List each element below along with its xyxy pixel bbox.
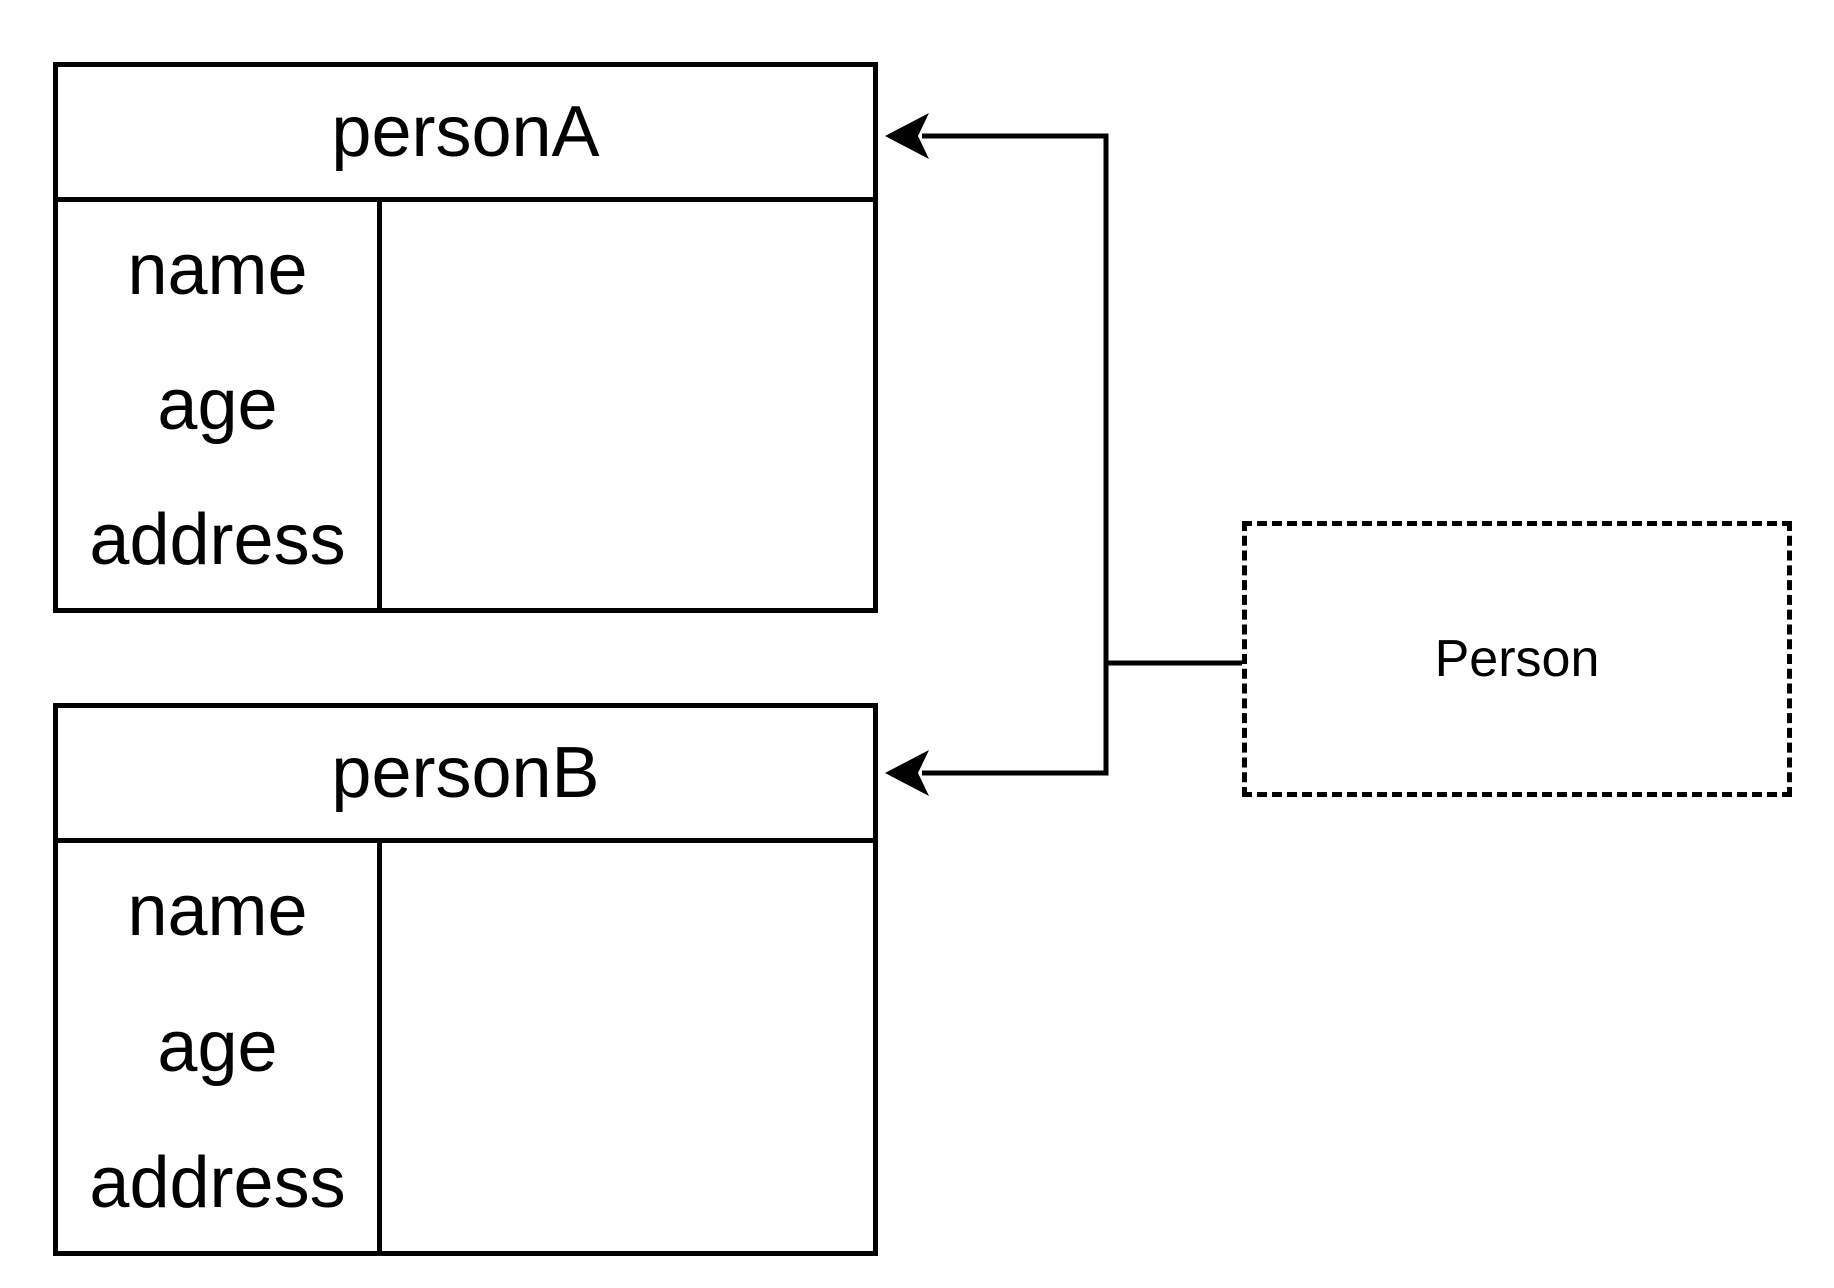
class-box-person: Person — [1242, 521, 1792, 797]
object-box-header: personA — [58, 67, 873, 202]
field-label: address — [89, 500, 346, 581]
object-box-person-a: personA name age address — [53, 62, 878, 613]
arrowhead-left-icon — [885, 750, 929, 796]
object-title: personA — [331, 92, 600, 172]
field-name-column: name age address — [58, 843, 382, 1251]
connector-bracket-line — [922, 133, 1109, 776]
object-box-body: name age address — [58, 202, 873, 608]
field-label: age — [157, 364, 278, 445]
object-box-body: name age address — [58, 843, 873, 1251]
class-label: Person — [1434, 630, 1600, 688]
field-label: name — [127, 229, 308, 310]
field-value-column — [382, 202, 873, 608]
field-label: address — [89, 1143, 346, 1223]
field-name-column: name age address — [58, 202, 382, 608]
arrowhead-left-icon — [885, 113, 929, 159]
field-value-column — [382, 843, 873, 1251]
object-box-header: personB — [58, 708, 873, 843]
object-box-person-b: personB name age address — [53, 703, 878, 1256]
field-label: age — [157, 1007, 278, 1087]
object-title: personB — [331, 733, 600, 813]
field-label: name — [127, 871, 308, 951]
